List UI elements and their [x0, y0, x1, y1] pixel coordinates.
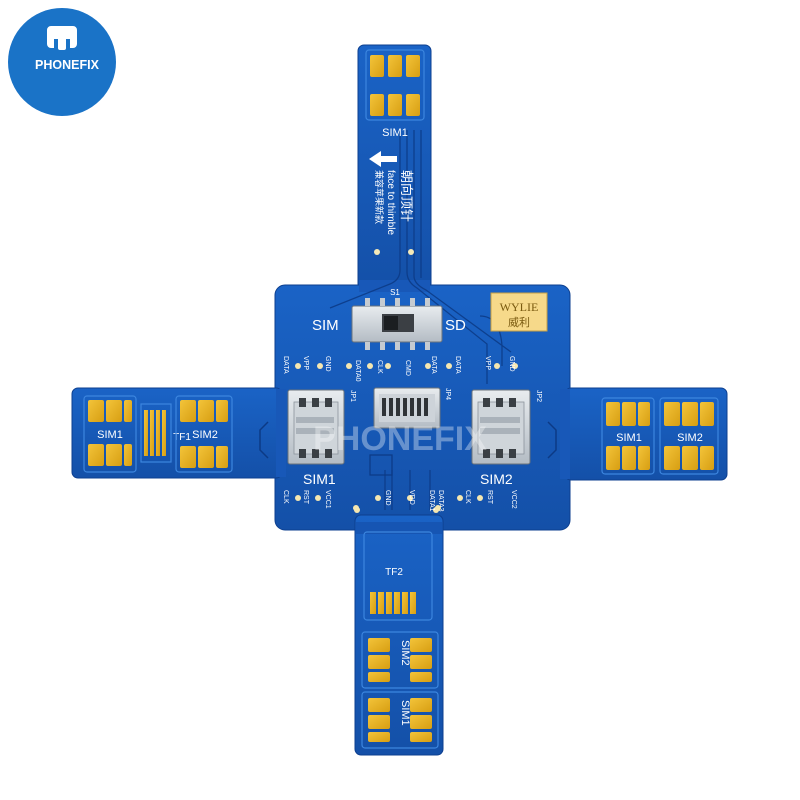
pcb-board: SIM1 朝向顶针 face to thimble 兼容苹果新款 S1 SIM … — [71, 44, 728, 756]
left-tf-pads — [140, 403, 172, 463]
test-points-top — [295, 363, 518, 369]
brand-logo: PHONEFIX — [8, 8, 116, 116]
pin-bm-3: DATA3 — [437, 490, 444, 512]
maker-logo-en: WYLIE — [500, 300, 539, 314]
bottom-tf-label: TF2 — [385, 567, 403, 578]
logo-badge — [8, 8, 116, 116]
pin-tm-0: DATA0 — [354, 360, 361, 382]
right-sim1-label: SIM1 — [616, 432, 642, 444]
left-tf-label: TF1 — [173, 432, 191, 443]
compat-cn-label: 兼容苹果新款 — [374, 170, 385, 224]
pin-tm-2: CMD — [404, 360, 411, 376]
right-sim1-pads — [606, 402, 650, 470]
bottom-sim2-label: SIM2 — [399, 640, 411, 666]
pin-bl-0: CLK — [282, 490, 289, 504]
pin-tm-3: DATA — [430, 356, 437, 374]
pin-bm-1: VDD — [408, 490, 415, 505]
bottom-sim1-label: SIM1 — [399, 700, 411, 726]
left-sim2-pads — [180, 400, 228, 468]
pin-tl-0: DATA — [282, 356, 289, 374]
sim1-slot-label: SIM1 — [303, 471, 336, 487]
pin-tl-1: VPP — [302, 356, 309, 370]
pin-br-1: RST — [486, 490, 493, 505]
bottom-tab — [354, 514, 444, 756]
pin-tm-1: CLK — [376, 360, 383, 374]
pin-br-0: CLK — [464, 490, 471, 504]
left-sim2-label: SIM2 — [192, 429, 218, 441]
tf-slot — [369, 387, 441, 476]
bottom-tf-pads — [363, 531, 433, 621]
maker-logo: WYLIE 威利 — [490, 292, 548, 332]
arrow-left-icon — [369, 151, 397, 167]
direction-cn-label: 朝向顶针 — [399, 170, 414, 222]
bottom-sim1-pads — [368, 698, 432, 742]
pin-tm-4: DATA — [454, 356, 461, 374]
pin-tl-2: GND — [324, 356, 331, 372]
bottom-sim2-pads — [368, 638, 432, 682]
sim2-slot — [471, 389, 531, 465]
switch-sd-label: SD — [445, 317, 466, 334]
top-sim1-label: SIM1 — [382, 127, 408, 139]
pin-bl-1: RST — [302, 490, 309, 505]
left-sim1-label: SIM1 — [97, 429, 123, 441]
logo-text: PHONEFIX — [35, 58, 100, 72]
pin-tr-1: GND — [508, 356, 515, 372]
watermark: PHONEFIX — [313, 420, 487, 458]
jp2-label: JP2 — [535, 390, 542, 402]
jp1-label: JP1 — [349, 390, 356, 402]
sim2-slot-label: SIM2 — [480, 471, 513, 487]
top-tab — [357, 44, 432, 291]
right-sim2-label: SIM2 — [677, 432, 703, 444]
pin-bl-2: VCC1 — [324, 490, 331, 509]
right-sim2-pads — [664, 402, 714, 470]
slide-switch — [351, 298, 443, 350]
switch-ref-label: S1 — [390, 288, 400, 297]
pin-br-2: VCC2 — [510, 490, 517, 509]
switch-sim-label: SIM — [312, 317, 339, 334]
jp4-label: JP4 — [444, 388, 451, 400]
direction-en-label: face to thimble — [385, 170, 396, 235]
maker-logo-cn: 威利 — [508, 316, 530, 329]
pin-bm-2: DATA1 — [428, 490, 435, 512]
pin-bm-0: GND — [384, 490, 391, 506]
sim1-slot — [287, 389, 345, 465]
top-sim1-pads — [370, 55, 420, 116]
pin-tr-0: VPP — [484, 356, 491, 370]
left-sim1-pads — [88, 400, 132, 466]
wrench-icon — [47, 26, 77, 50]
